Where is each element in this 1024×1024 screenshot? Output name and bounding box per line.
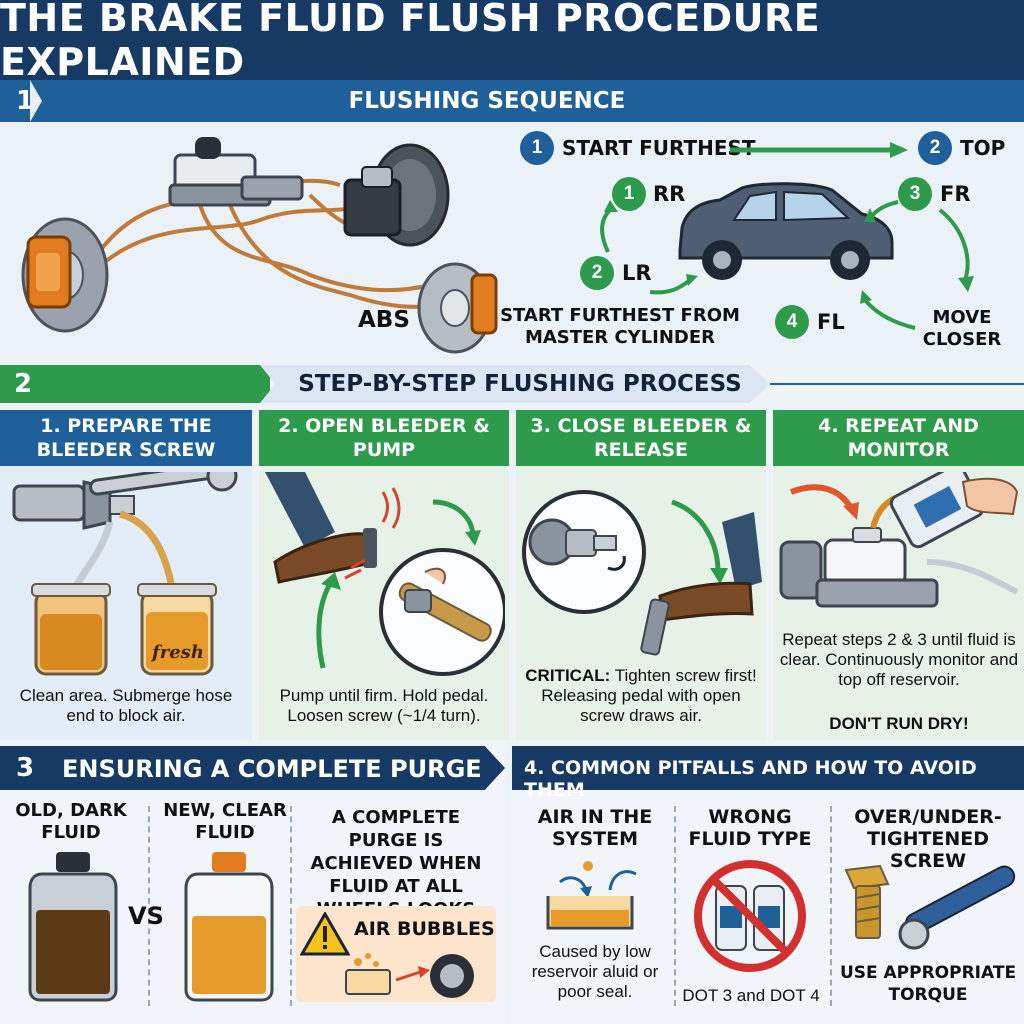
old-fluid-label: OLD, DARK FLUID (15, 800, 127, 843)
wheel-fr-label: FR (940, 182, 971, 206)
torque-wrench-icon (898, 865, 1016, 950)
wheel-rr-badge: 1 (612, 177, 646, 211)
pitfall-1-caption: Caused by low reservoir aluid or poor se… (531, 942, 659, 1001)
section-2-number-tab (0, 365, 270, 403)
pitfall-3-caption: USE APPROPRIATE TORQUE (839, 963, 1017, 1005)
wheel-fl-badge: 4 (775, 305, 809, 339)
section-2-rule (770, 383, 1024, 385)
section-3-header (0, 746, 505, 790)
step-2-caption: Pump until firm. Hold pedal. Loosen scre… (279, 686, 489, 725)
magnified-close-bleeder-icon (522, 490, 646, 614)
section-2-title: STEP-BY-STEP FLUSHING PROCESS (298, 371, 742, 397)
page-title: THE BRAKE FLUID FLUSH PROCEDURE EXPLAINE… (0, 0, 1024, 84)
step-1-illustration (12, 472, 238, 676)
master-cylinder-icon (168, 137, 304, 207)
screw-icon (844, 864, 890, 939)
car-icon (678, 182, 894, 280)
vs-label: VS (128, 902, 164, 930)
new-fluid-bottle-icon (184, 852, 274, 1002)
step-4-illustration (779, 472, 1019, 608)
warning-icon (300, 912, 350, 956)
right-brake-rotor-icon (417, 262, 498, 354)
step-4-title: 4. REPEAT AND MONITOR (773, 410, 1024, 466)
section-1-number: 1 (16, 86, 35, 116)
reservoir-icon (779, 527, 939, 608)
pitfall-1-title: AIR IN THE SYSTEM (537, 806, 653, 850)
step-1-title: 1. PREPARE THE BLEEDER SCREW (0, 410, 252, 466)
step-3-caption: Tighten screw first! Releasing pedal wit… (541, 666, 757, 725)
section-4-divider (674, 806, 676, 1006)
pitfall-3-title: OVER/UNDER-TIGHTENED SCREW (854, 806, 1002, 872)
old-fluid-bottle-icon (28, 852, 118, 1002)
top-label: TOP (960, 136, 1006, 160)
section-2-title-banner (260, 365, 770, 403)
section-3-number: 3 (16, 753, 35, 783)
wheel-fl-label: FL (817, 310, 845, 334)
step-3-title: 3. CLOSE BLEEDER & RELEASE (516, 410, 766, 466)
steps-row: 1. PREPARE THE BLEEDER SCREW (0, 410, 1024, 740)
wheel-fr-badge: 3 (898, 177, 932, 211)
new-fluid-label: NEW, CLEAR FLUID (163, 800, 287, 843)
step-3-card: 3. CLOSE BLEEDER & RELEASE CR (516, 410, 766, 740)
step-4-card: 4. REPEAT AND MONITOR Repeat st (773, 410, 1024, 740)
start-number-badge: 1 (520, 131, 554, 165)
step-3-caption-block: CRITICAL: Tighten screw first! Releasing… (520, 666, 762, 726)
abs-module-icon (343, 166, 402, 237)
torque-tools-icon (844, 864, 1016, 950)
move-closer-label: MOVE CLOSER (922, 307, 1002, 350)
section-4-header (512, 746, 1024, 790)
section-2-header: 2 STEP-BY-STEP FLUSHING PROCESS (0, 365, 1024, 403)
pitfall-2-caption: DOT 3 and DOT 4 (682, 986, 820, 1005)
chevron-icon (30, 80, 42, 122)
start-furthest-caption: START FURTHEST FROM MASTER CYLINDER (500, 305, 740, 348)
left-brake-rotor-icon (21, 217, 109, 333)
step-2-illustration (265, 472, 505, 676)
step-3-critical-label: CRITICAL: (525, 666, 611, 685)
air-bubbles-label: AIR BUBBLES (354, 918, 495, 940)
air-in-system-icon (546, 861, 637, 930)
section-3-divider-2 (290, 806, 292, 1006)
section-1-header: 1 FLUSHING SEQUENCE (0, 80, 1024, 122)
step-4-warning: DON'T RUN DRY! (829, 714, 969, 733)
old-fluid-jar-icon (31, 583, 111, 676)
section-4-title: 4. COMMON PITFALLS AND HOW TO AVOID THEM (524, 757, 977, 801)
step-1-card: 1. PREPARE THE BLEEDER SCREW (0, 410, 252, 740)
motion-lines-icon (344, 487, 401, 580)
wrong-fluid-prohibited-icon (694, 860, 806, 972)
pitfall-2-title: WRONG FLUID TYPE (688, 806, 812, 850)
top-number-badge: 2 (918, 131, 952, 165)
step-1-caption: Clean area. Submerge hose end to block a… (19, 686, 233, 725)
step-4-caption: Repeat steps 2 & 3 until fluid is clear.… (779, 630, 1019, 689)
fresh-jar-label: fresh (152, 642, 204, 663)
wrench-icon (89, 472, 238, 496)
foot-on-pedal-icon (265, 472, 377, 584)
foot-releasing-pedal-icon (640, 512, 762, 656)
arrow-right-icon (730, 142, 908, 158)
fresh-fluid-jar-icon (137, 583, 217, 676)
magnified-bleeder-icon (379, 548, 505, 676)
air-bubbles-illustration (345, 953, 474, 998)
step-2-card: 2. OPEN BLEEDER & PUMP (259, 410, 509, 740)
sequence-arrows (600, 200, 974, 330)
start-furthest-label: START FURTHEST (562, 136, 756, 160)
section-3-title: ENSURING A COMPLETE PURGE (62, 755, 482, 783)
section-4-divider-2 (830, 806, 832, 1006)
brake-system-illustration (21, 137, 498, 354)
abs-label: ABS (358, 307, 410, 333)
step-3-illustration (522, 490, 762, 656)
step-2-title: 2. OPEN BLEEDER & PUMP (259, 410, 509, 466)
wheel-lr-label: LR (622, 261, 652, 285)
section-2-number: 2 (14, 369, 33, 399)
section-3-divider (148, 806, 150, 1006)
wheel-rr-label: RR (653, 182, 686, 206)
wheel-lr-badge: 2 (580, 256, 614, 290)
section-1-title: FLUSHING SEQUENCE (348, 88, 626, 114)
fluid-bottle-icon (889, 472, 1019, 549)
